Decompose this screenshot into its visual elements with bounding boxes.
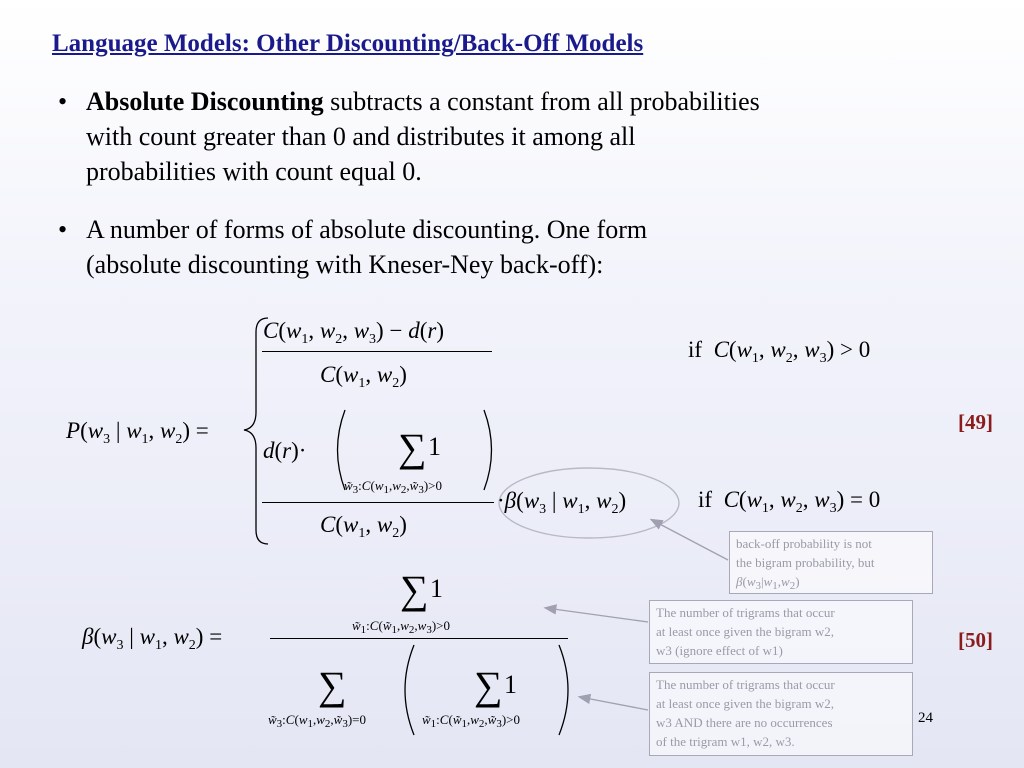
left-brace xyxy=(243,317,269,545)
sum-symbol: ∑ xyxy=(318,663,347,708)
bullet-text: A number of forms of absolute discountin… xyxy=(86,212,647,282)
sum-symbol: ∑ xyxy=(400,567,429,612)
bullet-text-line: probabilities with count equal 0. xyxy=(86,157,422,186)
eq49-case1-condition: if C(w1, w2, w3) > 0 xyxy=(688,337,871,366)
right-paren xyxy=(483,409,493,491)
eq49-sum-subscript: w̃3:C(w1,w2,w̃3)>0 xyxy=(344,478,442,496)
equation-label-49: [49] xyxy=(958,410,993,434)
note-line: w3 AND there are no occurrences xyxy=(656,715,833,730)
bullet-text: Absolute Discounting subtracts a constan… xyxy=(86,84,760,189)
eq50-denominator-inner-subscript: w̃1:C(w̃1,w2,w̃3)>0 xyxy=(422,712,520,730)
bullet-dot: • xyxy=(58,215,68,244)
note-line: at least once given the bigram w2, xyxy=(656,696,834,711)
bullet-kneser-ney: • A number of forms of absolute discount… xyxy=(58,212,978,287)
sum-term-one: 1 xyxy=(504,670,517,699)
note-line: of the trigram w1, w2, w3. xyxy=(656,734,795,749)
right-paren xyxy=(558,644,569,736)
arrow-backoff-note xyxy=(649,518,729,561)
bullet-text-line: A number of forms of absolute discountin… xyxy=(86,215,648,244)
note-line: w3 (ignore effect of w1) xyxy=(656,643,783,658)
slide-title: Language Models: Other Discounting/Back-… xyxy=(52,30,644,57)
eq50-denominator-outer-subscript: w̃3:C(w1,w2,w̃3)=0 xyxy=(268,712,366,730)
eq49-beta-term: ·β(w3 | w1, w2) xyxy=(497,488,627,517)
eq49-case1-denominator: C(w1, w2) xyxy=(320,362,407,391)
sum-term-one: 1 xyxy=(428,432,441,461)
left-paren xyxy=(404,644,415,736)
fraction-bar xyxy=(262,351,492,353)
note-backoff-probability: back-off probability is not the bigram p… xyxy=(729,531,933,594)
beta-highlight-ellipse xyxy=(498,467,680,539)
equation-label-50: [50] xyxy=(958,628,993,652)
left-paren xyxy=(336,409,346,491)
eq50-lhs: β(w3 | w1, w2) = xyxy=(82,624,223,653)
note-line: back-off probability is not xyxy=(736,536,872,551)
note-line: the bigram probability, but xyxy=(736,555,875,570)
bullet-text-line: with count greater than 0 and distribute… xyxy=(86,122,636,151)
eq49-case1-numerator: C(w1, w2, w3) − d(r) xyxy=(263,318,444,347)
bullet-absolute-discounting: • Absolute Discounting subtracts a const… xyxy=(58,84,978,194)
arrow-denominator-note xyxy=(577,693,649,711)
page-number: 24 xyxy=(918,710,933,726)
note-numerator: The number of trigrams that occur at lea… xyxy=(649,600,913,664)
fraction-bar xyxy=(270,638,568,640)
eq49-lhs: P(w3 | w1, w2) = xyxy=(66,418,209,447)
arrow-numerator-note xyxy=(543,604,649,623)
eq49-case2-denominator: C(w1, w2) xyxy=(320,512,407,541)
eq50-numerator-subscript: w̃1:C(w̃1,w2,w3)>0 xyxy=(352,618,450,636)
term-absolute-discounting: Absolute Discounting xyxy=(86,87,324,116)
fraction-bar xyxy=(262,502,494,504)
note-line: at least once given the bigram w2, xyxy=(656,624,834,639)
bullet-dot: • xyxy=(58,87,68,116)
bullet-text-line: subtracts a constant from all probabilit… xyxy=(323,87,760,116)
note-line: The number of trigrams that occur xyxy=(656,605,835,620)
note-line: β(w3|w1,w2) xyxy=(736,574,800,592)
bullet-text-line: (absolute discounting with Kneser-Ney ba… xyxy=(86,250,604,279)
note-line: The number of trigrams that occur xyxy=(656,677,835,692)
sum-symbol: ∑ xyxy=(398,425,427,470)
sum-symbol: ∑ xyxy=(474,663,503,708)
eq49-case2-condition: if C(w1, w2, w3) = 0 xyxy=(698,487,881,516)
eq49-case2-dr: d(r)· xyxy=(263,438,307,463)
note-denominator: The number of trigrams that occur at lea… xyxy=(649,672,913,756)
sum-term-one: 1 xyxy=(430,574,443,603)
